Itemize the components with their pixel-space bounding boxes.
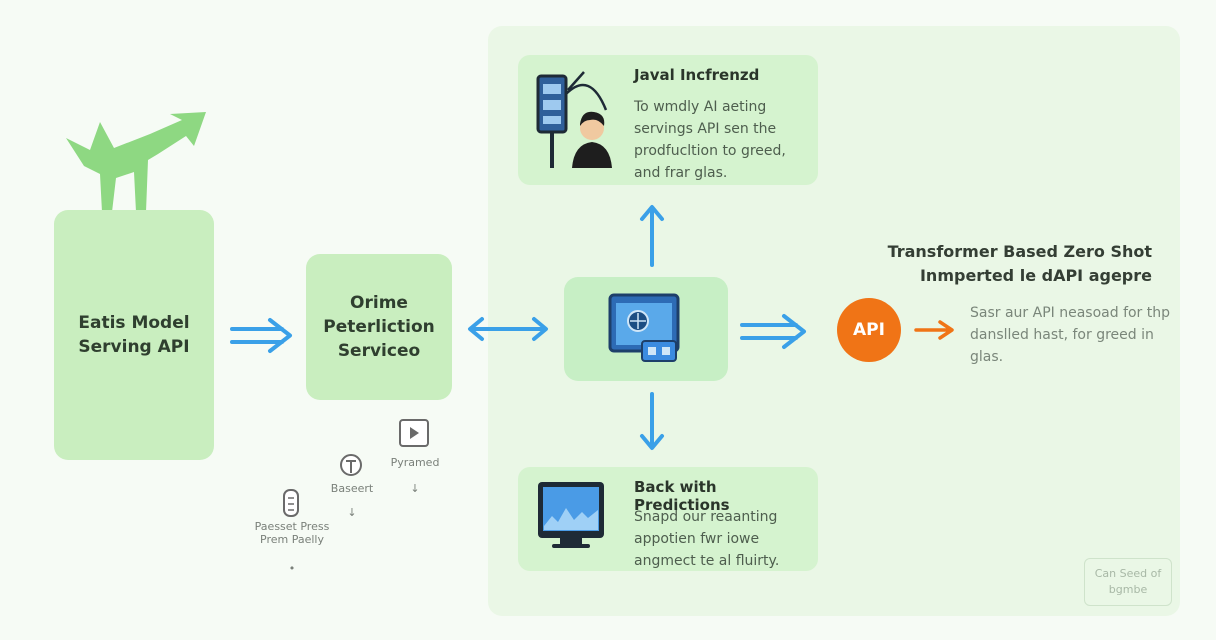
bidirectional-arrow-icon bbox=[468, 317, 548, 341]
double-arrow-right-icon bbox=[740, 314, 806, 349]
prediction-service-box: Orime Peterliction Serviceo bbox=[306, 254, 452, 400]
down-arrow-icon bbox=[640, 392, 664, 450]
bottom-card-text: Snapd our reaanting appotien fwr iowe an… bbox=[634, 509, 780, 569]
bottom-card-title: Back with Predictions bbox=[634, 478, 730, 514]
inference-hub-box bbox=[564, 277, 728, 381]
api-circle: API bbox=[837, 298, 901, 362]
right-title: Transformer Based Zero Shot Inmperted le… bbox=[887, 242, 1152, 285]
down-arrow-icon: ↓ bbox=[410, 482, 420, 495]
top-card-title: Javal Incfrenzd bbox=[634, 66, 760, 84]
baseert-label: Baseert bbox=[330, 482, 374, 495]
orange-arrow-icon bbox=[914, 320, 954, 340]
double-arrow-right-icon bbox=[230, 318, 292, 353]
model-serving-box: Eatis Model Serving API bbox=[54, 210, 214, 460]
paesset-label: Paesset Press Prem Paelly bbox=[254, 520, 330, 546]
pin-icon bbox=[340, 454, 362, 476]
up-arrow-icon bbox=[640, 205, 664, 267]
monitor-icon bbox=[608, 293, 680, 362]
right-description: Sasr aur API neasoad for thp danslled ha… bbox=[970, 305, 1171, 365]
pyramed-label: Pyramed bbox=[390, 456, 440, 469]
api-label: API bbox=[853, 320, 885, 340]
small-arrow-icon: • bbox=[288, 562, 296, 575]
server-person-icon bbox=[536, 71, 612, 168]
top-info-card bbox=[518, 55, 818, 185]
prediction-service-label: Orime Peterliction Serviceo bbox=[323, 293, 435, 361]
model-serving-label: Eatis Model Serving API bbox=[78, 313, 190, 357]
chart-monitor-icon bbox=[538, 482, 604, 548]
down-arrow-icon: ↓ bbox=[347, 506, 357, 519]
watermark-text: Can Seed of bgmbe bbox=[1094, 567, 1162, 596]
logo-arrow-icon bbox=[66, 112, 206, 212]
tube-icon bbox=[283, 489, 299, 517]
watermark: Can Seed of bgmbe bbox=[1084, 558, 1172, 606]
video-icon bbox=[399, 419, 429, 447]
top-card-text: To wmdly AI aeting servings API sen the … bbox=[634, 99, 786, 181]
